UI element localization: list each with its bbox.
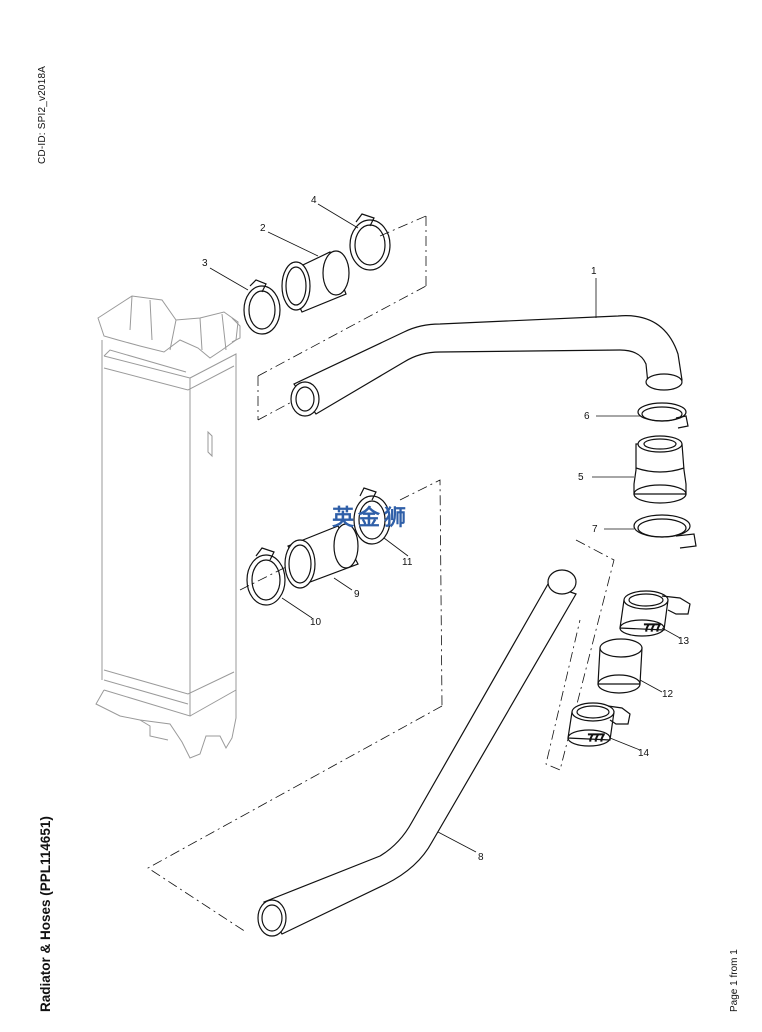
- callout-1: 1: [591, 266, 597, 277]
- clamp-part-3: [243, 279, 281, 335]
- clamp-part-10: [246, 547, 286, 606]
- sleeve-part-2: [281, 250, 350, 313]
- watermark-logo: 英金狮: [332, 505, 410, 531]
- clamp-part-4: [349, 213, 391, 271]
- callout-8: 8: [478, 852, 484, 863]
- clamp-part-11: [353, 487, 391, 545]
- clamp-part-13: 777: [619, 590, 691, 637]
- callout-10: 10: [310, 617, 322, 628]
- callout-5: 5: [578, 472, 584, 483]
- pipe-part-1: [290, 315, 683, 417]
- clamp-14-marking: 777: [588, 733, 605, 744]
- callout-6: 6: [584, 411, 590, 422]
- callout-9: 9: [354, 589, 360, 600]
- callout-7: 7: [592, 524, 598, 535]
- clamp-part-7: [633, 514, 697, 549]
- clamp-part-6: [637, 402, 689, 429]
- callout-labels: 1 2 3 4 5 6 7 8 9 10 11 12 13 14: [202, 195, 690, 863]
- callout-4: 4: [311, 195, 317, 206]
- sleeve-part-9: [284, 523, 359, 589]
- clamp-part-14: 777: [567, 702, 631, 747]
- callout-2: 2: [260, 223, 266, 234]
- sleeve-part-12: [597, 638, 643, 694]
- leader-lines: [209, 203, 681, 853]
- callout-11: 11: [402, 557, 413, 568]
- callout-3: 3: [202, 258, 208, 269]
- clamp-13-marking: 777: [644, 623, 661, 634]
- sleeve-part-5: [633, 435, 687, 504]
- pipe-part-8: [257, 569, 577, 937]
- callout-14: 14: [638, 748, 650, 759]
- callout-12: 12: [662, 689, 674, 700]
- radiator-assembly: [95, 295, 241, 759]
- callout-13: 13: [678, 636, 690, 647]
